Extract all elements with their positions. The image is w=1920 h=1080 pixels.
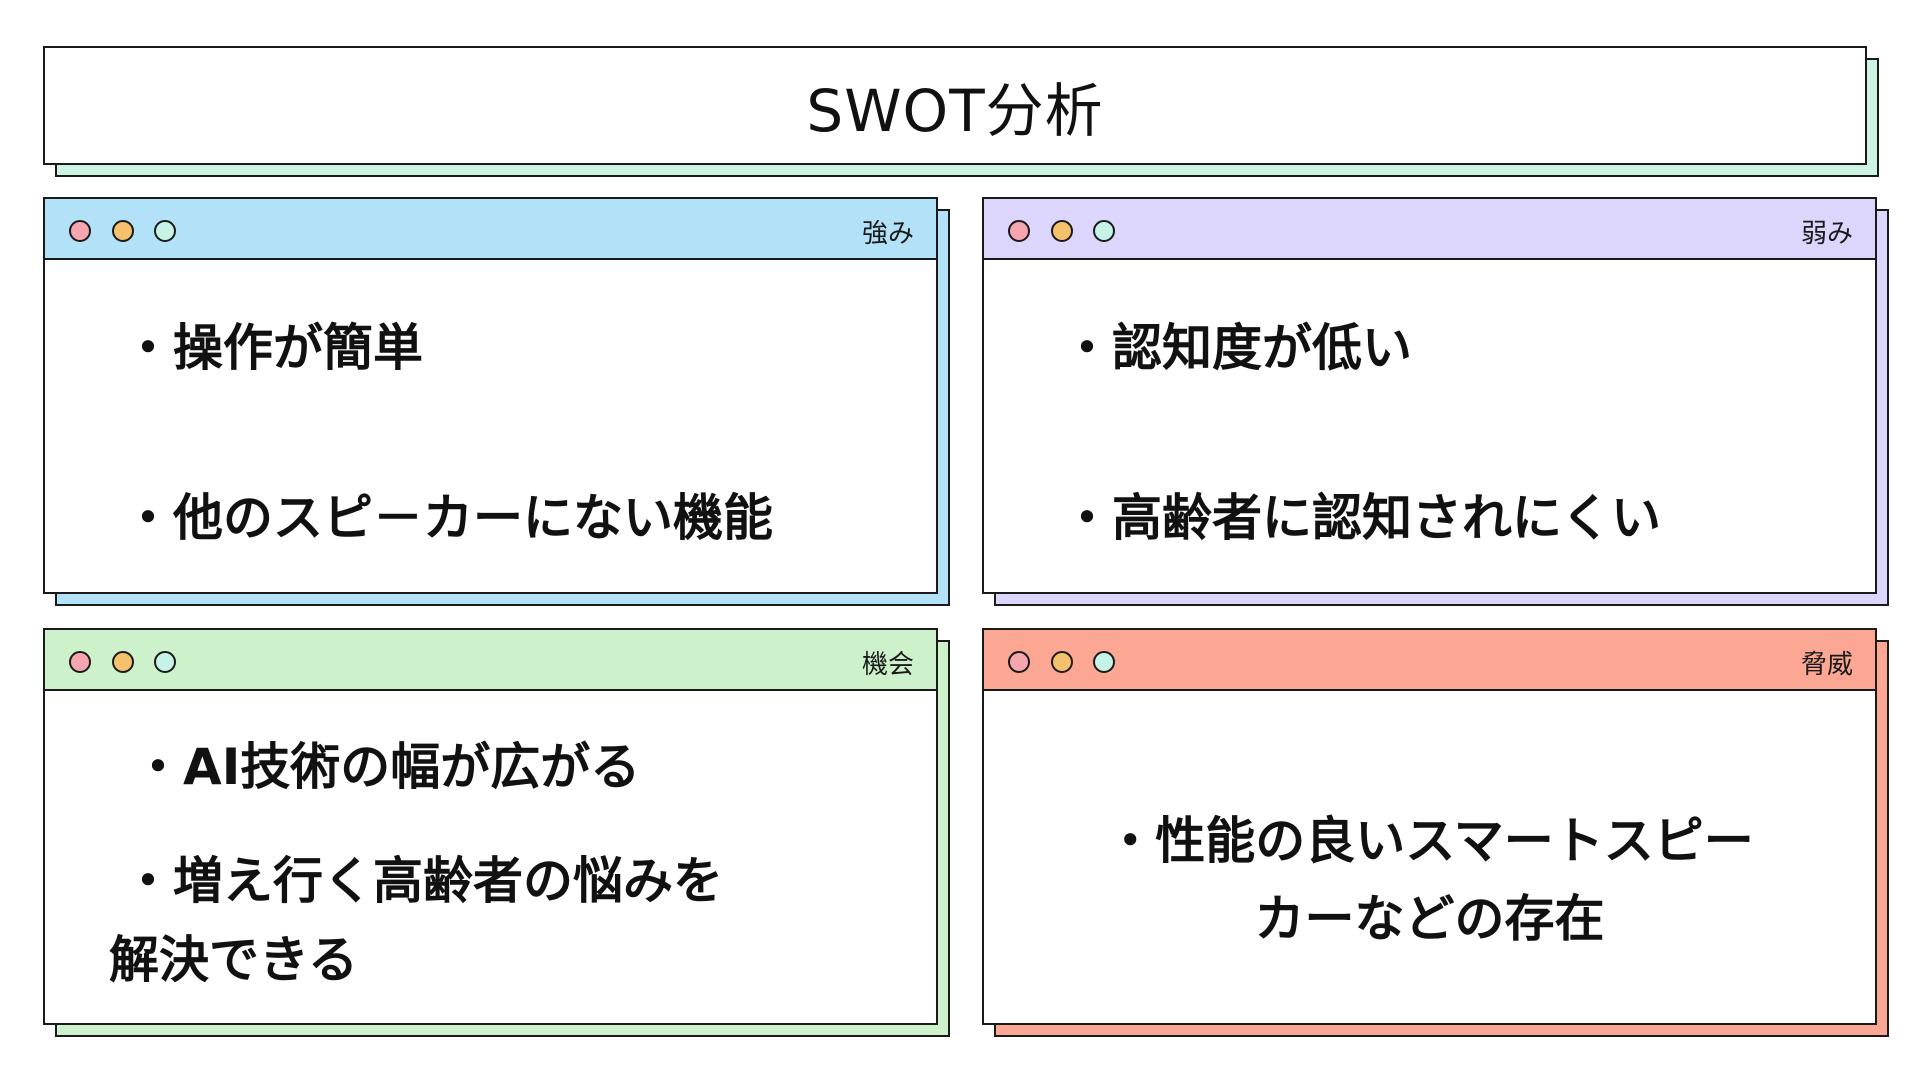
list-item: ・他のスピ－カーにない機能: [123, 489, 773, 547]
window-minimize-dot: [112, 651, 134, 673]
panel-strengths-label: 強み: [861, 219, 914, 249]
window-close-dot: [69, 651, 91, 673]
panel-opportunities-frame: 機会 ・AI技術の幅が広がる ・増え行く高齢者の悩みを 解決できる: [43, 628, 938, 1025]
panel-opportunities-content: ・AI技術の幅が広がる ・増え行く高齢者の悩みを 解決できる: [45, 691, 936, 1023]
title-card-frame: SWOT分析: [43, 46, 1867, 165]
title-card: SWOT分析: [43, 46, 1879, 177]
panel-opportunities-label: 機会: [861, 650, 914, 680]
panel-threats-frame: 脅威 ・性能の良いスマートスピー カーなどの存在: [982, 628, 1877, 1025]
window-maximize-dot: [1093, 220, 1115, 242]
list-item: ・増え行く高齢者の悩みを: [123, 852, 723, 910]
window-maximize-dot: [1093, 651, 1115, 673]
panel-weaknesses-frame: 弱み ・認知度が低い ・高齢者に認知されにくい: [982, 197, 1877, 594]
window-close-dot: [1008, 651, 1030, 673]
panel-strengths-content: ・操作が簡単 ・他のスピ－カーにない機能: [45, 260, 936, 592]
panel-weaknesses-label: 弱み: [1800, 219, 1853, 249]
panel-threats-label: 脅威: [1800, 650, 1853, 680]
panel-opportunities: 機会 ・AI技術の幅が広がる ・増え行く高齢者の悩みを 解決できる: [43, 628, 950, 1037]
list-item: ・認知度が低い: [1062, 319, 1412, 377]
list-item: ・性能の良いスマートスピー: [1105, 812, 1754, 870]
panel-strengths-titlebar: 強み: [45, 199, 936, 260]
panel-weaknesses-content: ・認知度が低い ・高齢者に認知されにくい: [984, 260, 1875, 592]
panel-weaknesses-titlebar: 弱み: [984, 199, 1875, 260]
list-item: ・AI技術の幅が広がる: [133, 738, 641, 796]
page-title: SWOT分析: [806, 76, 1104, 145]
window-maximize-dot: [154, 651, 176, 673]
panel-strengths: 強み ・操作が簡単 ・他のスピ－カーにない機能: [43, 197, 950, 606]
list-item: カーなどの存在: [1254, 890, 1605, 948]
panel-threats-titlebar: 脅威: [984, 630, 1875, 691]
window-close-dot: [1008, 220, 1030, 242]
list-item: 解決できる: [109, 931, 358, 989]
window-close-dot: [69, 220, 91, 242]
list-item: ・高齢者に認知されにくい: [1062, 489, 1661, 547]
panel-strengths-frame: 強み ・操作が簡単 ・他のスピ－カーにない機能: [43, 197, 938, 594]
window-minimize-dot: [112, 220, 134, 242]
panel-threats: 脅威 ・性能の良いスマートスピー カーなどの存在: [982, 628, 1889, 1037]
panel-weaknesses: 弱み ・認知度が低い ・高齢者に認知されにくい: [982, 197, 1889, 606]
window-minimize-dot: [1051, 651, 1073, 673]
list-item: ・操作が簡単: [123, 319, 423, 377]
window-maximize-dot: [154, 220, 176, 242]
panel-threats-content: ・性能の良いスマートスピー カーなどの存在: [984, 691, 1875, 1023]
panel-opportunities-titlebar: 機会: [45, 630, 936, 691]
window-minimize-dot: [1051, 220, 1073, 242]
